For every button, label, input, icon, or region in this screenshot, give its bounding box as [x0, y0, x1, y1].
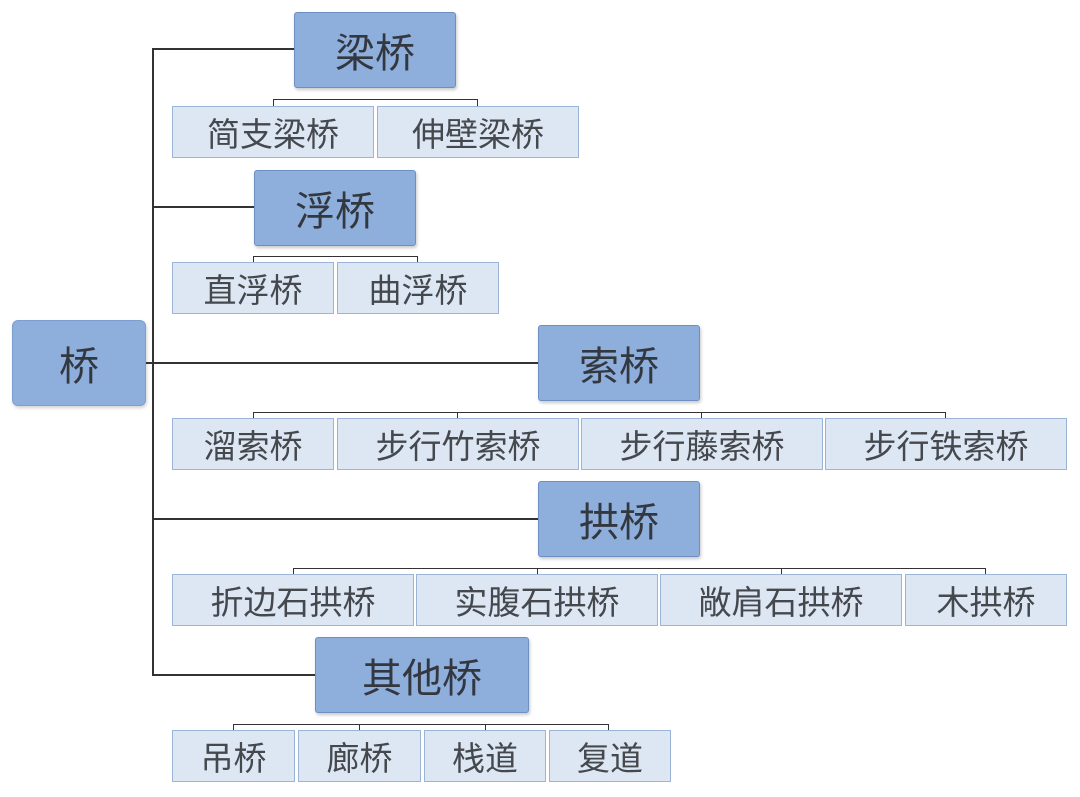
branch-line	[152, 206, 254, 208]
child-drop	[293, 568, 294, 574]
category-cable-bridge: 索桥	[538, 325, 700, 401]
category-beam-bridge: 梁桥	[294, 12, 456, 88]
child-drop	[701, 412, 702, 418]
leaf-node: 溜索桥	[172, 418, 334, 470]
leaf-node: 直浮桥	[172, 262, 334, 314]
leaf-node: 折边石拱桥	[172, 574, 414, 626]
trunk-line	[152, 49, 154, 676]
leaf-node: 栈道	[424, 730, 546, 782]
child-drop	[537, 568, 538, 574]
branch-line	[152, 674, 315, 676]
root-connector	[145, 362, 538, 364]
child-drop	[485, 724, 486, 730]
child-drop	[945, 412, 946, 418]
leaf-node: 复道	[549, 730, 671, 782]
category-arch-bridge: 拱桥	[538, 481, 700, 557]
child-bus	[293, 568, 986, 569]
leaf-node: 曲浮桥	[337, 262, 499, 314]
child-bus	[253, 412, 946, 413]
leaf-node: 简支梁桥	[172, 106, 374, 158]
leaf-node: 步行铁索桥	[825, 418, 1067, 470]
child-bus	[253, 256, 418, 257]
leaf-node: 伸壁梁桥	[377, 106, 579, 158]
leaf-node: 吊桥	[172, 730, 295, 782]
leaf-node: 敞肩石拱桥	[660, 574, 902, 626]
child-drop	[985, 568, 986, 574]
child-drop	[253, 412, 254, 418]
child-drop	[608, 724, 609, 730]
child-drop	[781, 568, 782, 574]
child-drop	[233, 724, 234, 730]
branch-line	[152, 48, 294, 50]
child-bus	[233, 724, 609, 725]
branch-line	[152, 518, 538, 520]
child-drop	[253, 256, 254, 262]
child-drop	[457, 412, 458, 418]
category-pontoon-bridge: 浮桥	[254, 170, 416, 246]
child-drop	[477, 99, 478, 106]
leaf-node: 廊桥	[298, 730, 421, 782]
child-bus	[273, 99, 478, 100]
child-drop	[417, 256, 418, 262]
child-drop	[359, 724, 360, 730]
leaf-node: 步行藤索桥	[581, 418, 823, 470]
category-other-bridges: 其他桥	[315, 637, 529, 713]
leaf-node: 步行竹索桥	[337, 418, 579, 470]
leaf-node: 实腹石拱桥	[416, 574, 658, 626]
child-drop	[273, 99, 274, 106]
root-node: 桥	[12, 320, 146, 406]
leaf-node: 木拱桥	[905, 574, 1067, 626]
